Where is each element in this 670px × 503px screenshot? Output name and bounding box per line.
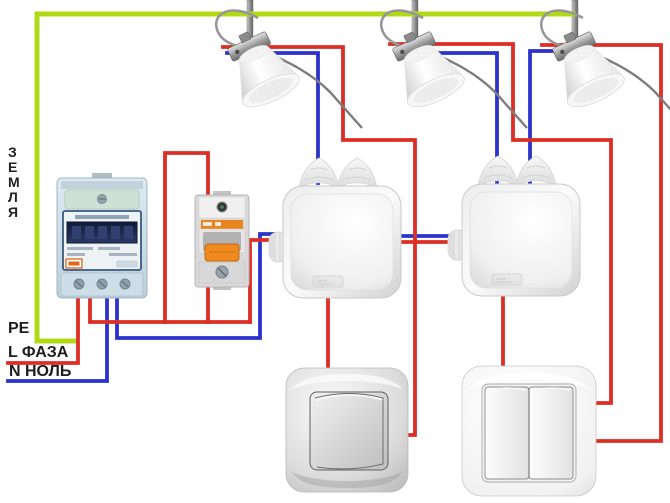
ground-wire-main bbox=[34, 11, 576, 344]
switch-2-key-left bbox=[484, 386, 530, 480]
circuit-breaker bbox=[194, 191, 250, 290]
lamp-1 bbox=[214, 9, 364, 130]
meter-logo bbox=[65, 258, 83, 269]
electric-meter bbox=[56, 173, 148, 299]
junction-box-1 bbox=[268, 157, 402, 299]
switch-1-single bbox=[285, 367, 409, 493]
lamp-2 bbox=[379, 9, 529, 130]
phase-wire-switch2-to-lamp2 bbox=[388, 42, 613, 405]
phase-label: L ФАЗА bbox=[8, 344, 69, 361]
breaker-label-band bbox=[201, 220, 243, 229]
lamp-3 bbox=[539, 9, 670, 130]
meter-top-cover bbox=[64, 189, 140, 210]
pe-label: PE bbox=[8, 320, 30, 337]
phase-wire-meter-output bbox=[88, 293, 252, 324]
junction-box-2 bbox=[447, 155, 581, 297]
switch-1-key bbox=[309, 391, 389, 471]
neutral-label: N НОЛЬ bbox=[9, 363, 72, 380]
switch-2-double bbox=[461, 365, 597, 497]
phase-wire-to-breaker-top bbox=[163, 151, 210, 324]
meter-bottom-cover bbox=[60, 272, 144, 297]
meter-face bbox=[62, 210, 142, 271]
ground-label-vertical: ЗЕМЛЯ bbox=[8, 144, 20, 220]
switch-2-key-right bbox=[528, 386, 574, 480]
phase-wire-switch1-to-lamp1 bbox=[221, 45, 417, 437]
phase-wire-switch2-to-lamp3 bbox=[540, 43, 663, 443]
phase-wire-input bbox=[6, 293, 80, 365]
